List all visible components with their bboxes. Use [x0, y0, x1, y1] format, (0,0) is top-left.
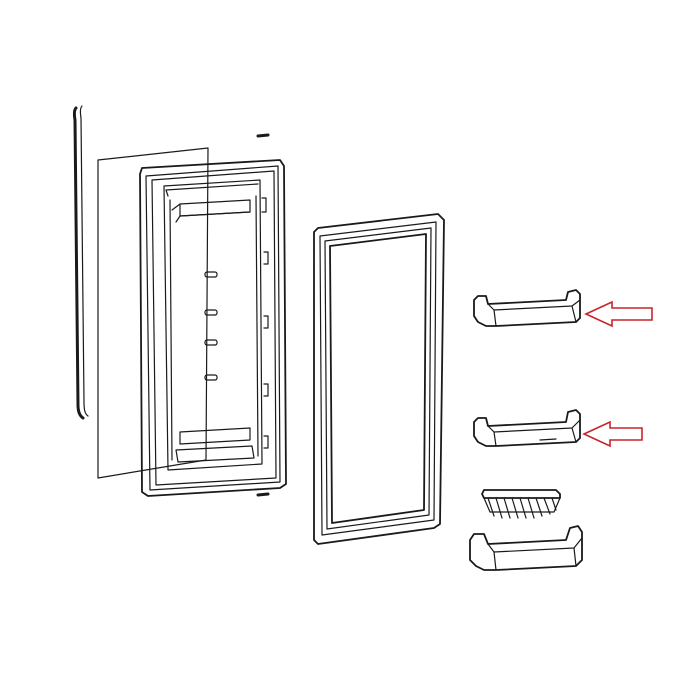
- arrow-upper-shelf-indicator: [584, 300, 653, 328]
- door-shelf-upper[interactable]: [473, 289, 581, 327]
- door-gasket[interactable]: [313, 213, 445, 545]
- egg-tray[interactable]: [481, 489, 561, 519]
- door-inner-liner[interactable]: [139, 159, 287, 497]
- door-shelf-middle[interactable]: [473, 409, 581, 447]
- shelf-mounting-slots: [204, 271, 218, 381]
- hinge-clip-bottom[interactable]: [256, 492, 270, 497]
- arrow-middle-shelf-indicator: [582, 420, 643, 448]
- hinge-clip-top[interactable]: [256, 133, 270, 138]
- door-back-panel[interactable]: [97, 147, 209, 479]
- door-shelf-lower[interactable]: [469, 525, 583, 571]
- door-seal-strip[interactable]: [72, 105, 89, 420]
